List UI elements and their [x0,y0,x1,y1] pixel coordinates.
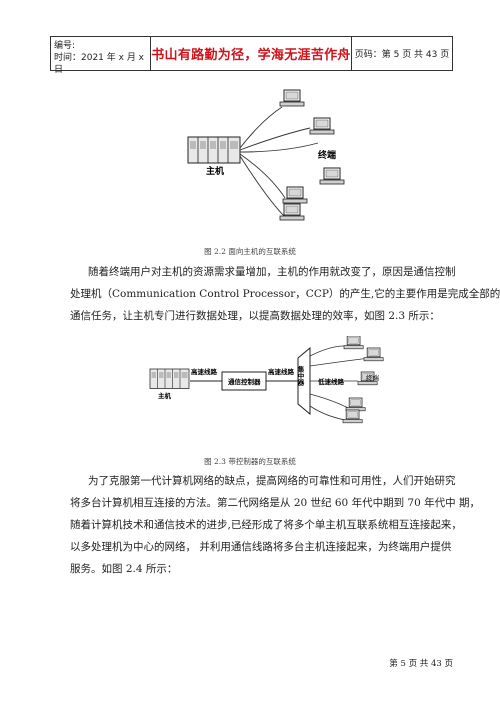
paragraph-ccp: 随着终端用户对主机的资源需求量增加，主机的作用就改变了，原因是通信控制 处理机（… [70,261,500,327]
host-label: 主机 [158,391,172,400]
page-header: 编号: 时间：2021 年 x 月 x 日 书山有路勤为径，学海无涯苦作舟 页码… [50,36,453,75]
terminal-icon [345,397,366,412]
figure-2-2-caption: 图 2.2 面向主机的互联系统 [204,247,296,256]
concentrator-shape [297,346,311,416]
terminal-icon [309,117,335,135]
paragraph-second-gen: 为了克服第一代计算机网络的缺点，提高网络的可靠性和可用性，人们开始研究 将多台计… [70,470,480,580]
figure-ccp-system: 主机 高速线路 通信控制器 高速线路 集中器 低速线路 终端 [149,336,384,424]
terminal-label: 终端 [317,149,336,161]
terminal-label: 终端 [366,373,380,382]
time-label: 时间：2021 年 x 月 x 日 [54,53,145,75]
number-label: 编号: [54,41,76,51]
figure-2-3-caption: 图 2.3 带控制器的互联系统 [204,457,296,466]
figure-host-terminals: 主机 终端 [187,89,345,221]
host-label: 主机 [206,165,224,177]
terminal-icon [343,336,364,350]
terminal-icon [279,203,305,221]
text-line: 为了克服第一代计算机网络的缺点，提高网络的可靠性和可用性，人们开始研究 [88,475,456,487]
text-line: 随着计算机技术和通信技术的进步,已经形成了将多个单主机互联系统相互连接起来， [70,519,462,531]
text-line: 通信任务，让主机专门进行数据处理，以提高数据处理的效率，如图 2.3 所示： [70,310,440,322]
concentrator-label: 集中器 [296,365,305,387]
header-page-info: 页码：第 5 页 共 43 页 [354,50,450,60]
ccp-label: 通信控制器 [228,377,261,386]
text-line: 服务。如图 2.4 所示： [70,563,178,575]
terminal-icon [363,347,384,362]
host-rack-icon [149,368,190,389]
text-line: 将多台计算机相互连接的方法。第二代网络是从 20 世纪 60 年代中期到 70 … [70,497,480,509]
text-line: 以多处理机为中心的网络， 并利用通信线路将多台主机连接起来，为终端用户提供 [70,541,452,553]
highspeed-line-label: 高速线路 [191,367,218,376]
text-line: 处理机（Communication Control Processor，CCP）… [70,288,500,300]
terminal-icon [342,409,363,424]
highspeed-line-label: 高速线路 [268,367,295,376]
host-rack-icon [187,136,241,164]
header-motto: 书山有路勤为径，学海无涯苦作舟 [151,37,352,70]
lowspeed-line-label: 低速线路 [317,377,345,386]
text-line: 随着终端用户对主机的资源需求量增加，主机的作用就改变了，原因是通信控制 [88,266,456,278]
terminal-icon [282,186,308,204]
header-meta: 编号: 时间：2021 年 x 月 x 日 [51,37,151,75]
page-footer: 第 5 页 共 43 页 [389,659,453,669]
terminal-icon [279,89,305,107]
terminal-icon [319,167,345,185]
